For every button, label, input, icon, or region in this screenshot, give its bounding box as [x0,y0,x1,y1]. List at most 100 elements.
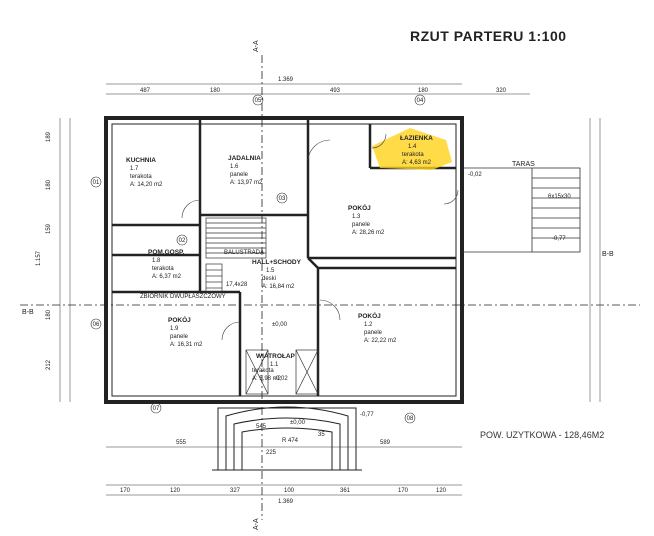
vestibule-glazing [245,349,319,395]
room-name: POKÓJ [168,315,191,324]
bathroom-highlight [372,128,452,170]
section-bb-left: B-B [22,309,34,316]
room-floor: panele [352,222,371,228]
room-id: 1.3 [352,214,361,220]
front-steps [212,406,362,471]
dim-bottom-2: 327 [230,488,241,494]
room-area: A: 4,63 m2 [402,160,432,166]
dim-top-4: 320 [496,88,507,94]
marker-5: 06 [93,322,100,328]
dim-bottom-0: 170 [120,488,131,494]
dim-bottom-4: 361 [340,488,351,494]
room-floor: terakota [130,174,152,180]
column-markers [90,94,426,424]
dim-bottom-mid-3: 35 [318,432,325,438]
level-3: -0,02 [274,376,288,382]
dim-left-2: 159 [46,223,52,234]
dim-left-0: 189 [46,131,52,142]
room-utility: POM.GOSP. 1.8 terakota A: 6,37 m2 [148,249,185,280]
room-id: 1.4 [408,144,417,150]
room-vestibule: WIATROŁAP 1.1 terakota A: 5,98 m2 [252,353,296,382]
marker-0: 05 [255,98,262,104]
section-labels: A-A A-A B-B B-B TARAS 6x15x30 17,4x28 BA… [22,40,614,530]
level-0: -0,02 [468,172,482,178]
balustrade-label: BALUSTRADA [224,250,264,256]
room-area: A: 16,84 m2 [262,284,295,290]
room-floor: panele [230,172,249,178]
section-bb-right: B-B [602,251,614,258]
room-name: KUCHNIA [126,157,156,164]
section-aa-top: A-A [253,40,260,52]
room-bedroom-right: POKÓJ 1.2 panele A: 22,22 m2 [358,311,397,344]
dim-bottom-1: 120 [170,488,181,494]
dim-bottom-mid-2: R 474 [282,438,299,444]
dim-bottom-mid-1: 225 [266,450,277,456]
room-area: A: 5,98 m2 [252,376,282,382]
level-marks: -0,02 -0,77 ±0,00 -0,02 -0,77 ±0,00 [272,172,566,426]
room-dining: JADALNIA 1.6 panele A: 13,97 m2 [228,155,263,186]
room-kitchen: KUCHNIA 1.7 terakota A: 14,20 m2 [126,157,163,188]
terrace-label: TARAS [512,161,535,168]
room-hall: HALL+SCHODY 1.5 deski A: 16,84 m2 [252,259,302,290]
room-id: 1.1 [270,362,279,368]
marker-7: 08 [407,416,414,422]
dim-left-5: 212 [46,359,52,370]
door-swings [181,133,459,341]
room-id: 1.6 [230,164,239,170]
marker-1: 04 [417,98,424,104]
room-id: 1.2 [364,322,373,328]
room-floor: deski [262,276,276,282]
dim-top-0: 487 [140,88,151,94]
boiler-label: ZBIORNIK DWUPŁASZCZOWY [140,294,226,300]
dim-bottom-3: 100 [284,488,295,494]
level-1: -0,77 [552,236,566,242]
room-name: POKÓJ [348,203,371,212]
marker-3: 02 [179,238,186,244]
dim-top-1: 180 [210,88,221,94]
dim-left-4: 180 [46,309,52,320]
room-floor: terakota [402,152,424,158]
top-dimensions: 487 180 493 180 320 1.369 [140,77,507,94]
room-area: A: 22,22 m2 [364,338,397,344]
section-aa-bottom: A-A [253,518,260,530]
dim-top-total: 1.369 [278,77,294,83]
internal-stairs [205,217,267,293]
column-marker-labels: 05 04 03 02 01 06 07 08 [93,98,424,422]
room-living-large: POKÓJ 1.3 panele A: 28,26 m2 [348,203,385,236]
room-floor: panele [170,334,189,340]
marker-6: 07 [153,406,160,412]
dim-top-2: 493 [330,88,341,94]
room-id: 1.8 [152,258,161,264]
room-area: A: 6,37 m2 [152,274,182,280]
marker-2: 03 [279,196,286,202]
room-bedroom-left: POKÓJ 1.9 panele A: 16,31 m2 [168,315,203,348]
room-name: POKÓJ [358,311,381,320]
room-floor: terakota [252,368,274,374]
terrace-stairs-label: 6x15x30 [548,194,571,200]
room-floor: panele [364,330,383,336]
room-area: A: 16,31 m2 [170,342,203,348]
internal-stairs-label: 17,4x28 [226,282,248,288]
room-id: 1.7 [130,166,139,172]
room-name: POM.GOSP. [148,249,185,256]
dim-top-3: 180 [418,88,429,94]
dim-bottom-row2-1: 589 [380,440,391,446]
level-4: -0,77 [360,412,374,418]
bottom-dimensions: 170 120 327 100 361 170 120 1.369 555 58… [120,424,447,505]
level-2: ±0,00 [272,322,288,328]
dim-left-3: 1.157 [36,250,42,266]
dim-bottom-mid-0: 545 [256,424,267,430]
dim-bottom-row2-0: 555 [176,440,187,446]
room-id: 1.9 [170,326,179,332]
dim-left-1: 180 [46,179,52,190]
terrace-stairs [462,167,581,253]
section-lines [20,55,640,520]
usable-area-label: POW. UZYTKOWA - 128,46M2 [480,430,605,440]
room-name: ŁAZIENKA [400,135,433,142]
left-dimensions: 189 180 159 1.157 180 212 [36,131,52,370]
marker-4: 01 [93,180,100,186]
room-name: WIATROŁAP [256,353,296,360]
dimension-lines [59,83,601,496]
room-area: A: 14,20 m2 [130,182,163,188]
